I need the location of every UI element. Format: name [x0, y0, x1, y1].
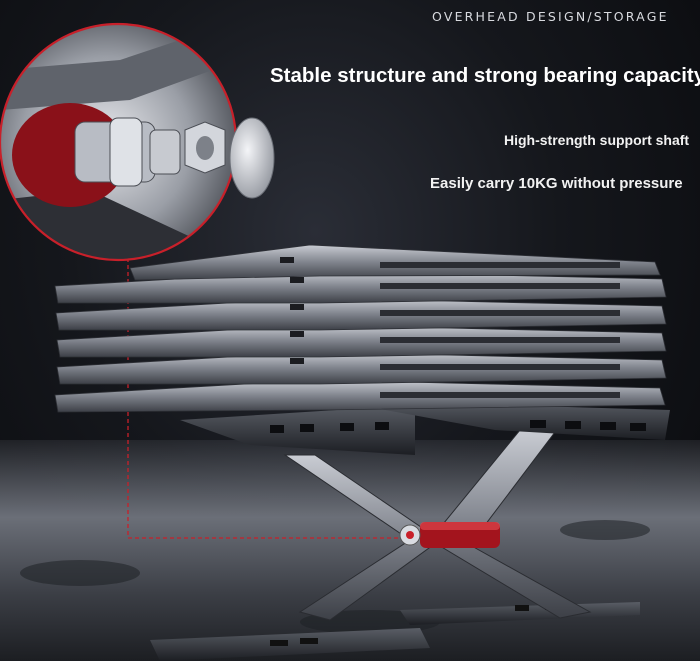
- washer-disc: [229, 117, 275, 199]
- crater: [20, 560, 140, 586]
- hinge-shaft: [399, 522, 500, 548]
- feature-load-capacity: Easily carry 10KG without pressure: [430, 175, 683, 192]
- page-title: Stable structure and strong bearing capa…: [270, 64, 700, 87]
- tagline: OVERHEAD DESIGN/STORAGE: [432, 9, 669, 24]
- laptop-stack: [54, 244, 667, 413]
- bearing-zoom-inset: [0, 22, 275, 262]
- crater: [560, 520, 650, 540]
- laptop: [129, 244, 661, 281]
- feature-support-shaft: High-strength support shaft: [504, 132, 690, 148]
- stand-top-tray: [180, 400, 670, 455]
